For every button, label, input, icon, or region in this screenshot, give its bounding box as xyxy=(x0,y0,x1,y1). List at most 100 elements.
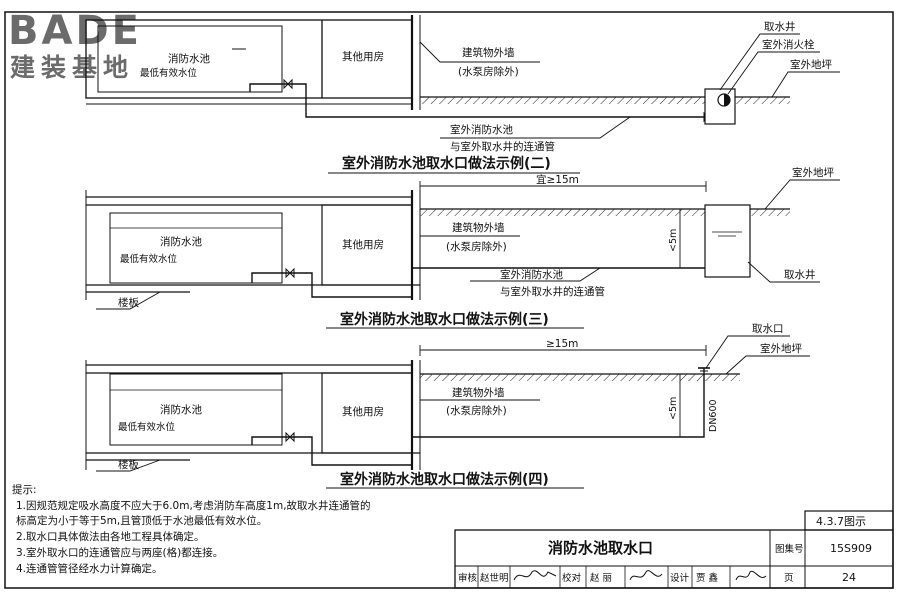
wall-label-note: (水泵房除外) xyxy=(446,404,507,417)
ground-hatch xyxy=(420,209,705,216)
reviewer-signature xyxy=(513,570,557,581)
title-block: 4.3.7图示 消防水池取水口 图集号 15S909 审核 赵世明 校对 赵 丽… xyxy=(454,510,894,589)
other-room-label: 其他用房 xyxy=(342,238,384,251)
ground-label: 室外地坪 xyxy=(790,58,832,71)
diagram-caption: 室外消防水池取水口做法示例(二) xyxy=(342,155,551,172)
leader-line xyxy=(725,355,810,375)
ground-label: 室外地坪 xyxy=(792,166,834,179)
ground-hatch xyxy=(420,374,740,381)
title-block-frame xyxy=(454,529,894,589)
water-level-label: 最低有效水位 xyxy=(140,67,198,79)
leader-line xyxy=(440,116,631,139)
diagram-example-4: 消防水池 最低有效水位 其他用房 ≥15m <5m DN600 建筑物外墙 (水… xyxy=(85,323,810,489)
sheet-border xyxy=(4,11,894,589)
review-label: 审核 xyxy=(458,572,478,584)
pipe-label: 室外消防水池 xyxy=(500,268,563,281)
logo: BADE 建装基地 xyxy=(8,8,142,82)
design-label: 设计 xyxy=(670,572,690,584)
connecting-pipe xyxy=(411,368,705,465)
water-level-label: 最低有效水位 xyxy=(120,253,178,265)
connecting-pipe xyxy=(411,267,706,297)
depth-label: <5m xyxy=(668,397,679,420)
distance-label: ≥15m xyxy=(546,338,578,350)
wall-label: 建筑物外墙 xyxy=(452,221,505,234)
leader-line xyxy=(771,71,840,98)
water-level-label: 最低有效水位 xyxy=(118,421,176,433)
diagram-caption: 室外消防水池取水口做法示例(三) xyxy=(340,311,549,328)
diagram-caption: 室外消防水池取水口做法示例(四) xyxy=(340,471,549,488)
ground-label: 室外地坪 xyxy=(760,342,802,355)
hydrant-fill xyxy=(724,94,730,106)
design-name: 贾 鑫 xyxy=(696,572,719,584)
leader-line xyxy=(419,41,540,63)
valve-icon xyxy=(285,267,295,279)
pipe-label: 室外消防水池 xyxy=(450,123,513,136)
note-line: 3.室外取水口的连通管应与两座(格)都连接。 xyxy=(16,546,223,559)
valve-icon xyxy=(285,431,295,443)
other-room-label: 其他用房 xyxy=(342,405,384,418)
intake-well xyxy=(704,88,736,125)
leader-line xyxy=(764,179,840,210)
ground-hatch xyxy=(750,209,790,216)
diagram-example-2: 消防水池 最低有效水位 其他用房 建筑物外墙 (水泵房除外) 取水井 室外消火栓… xyxy=(85,15,840,174)
leader-line xyxy=(719,33,800,91)
intake-well xyxy=(704,204,751,278)
pool-name: 消防水池 xyxy=(160,403,202,416)
pipe-label-note: 与室外取水井的连通管 xyxy=(450,140,555,153)
suction-pipe xyxy=(251,436,412,466)
check-label: 校对 xyxy=(562,572,582,584)
fire-pool xyxy=(109,373,283,446)
leader-line xyxy=(96,459,161,472)
valve-icon xyxy=(283,78,293,90)
floor-label: 楼板 xyxy=(118,296,139,309)
page-label: 页 xyxy=(784,573,794,584)
depth-label: <5m xyxy=(668,229,679,252)
leader-line xyxy=(727,51,820,95)
logo-text-en: BADE xyxy=(8,8,142,54)
figure-number: 4.3.7图示 xyxy=(816,515,866,528)
notes-block: 提示: 1.因规范规定吸水高度不应大于6.0m,考虑消防车高度1m,故取水井连通… xyxy=(12,484,371,575)
pool-name: 消防水池 xyxy=(160,235,202,248)
logo-text-cn: 建装基地 xyxy=(10,53,134,82)
wall-label: 建筑物外墙 xyxy=(462,46,515,59)
ground-hatch xyxy=(735,97,790,104)
pipe-size-label: DN600 xyxy=(708,399,719,432)
atlas-label: 图集号 xyxy=(775,543,804,555)
checker-signature xyxy=(629,570,663,581)
wall-label: 建筑物外墙 xyxy=(452,386,505,399)
leader-line xyxy=(705,335,790,369)
connecting-pipe xyxy=(249,83,716,118)
leader-line xyxy=(96,291,161,310)
ground-hatch xyxy=(420,97,705,104)
floor-label: 楼板 xyxy=(118,458,139,471)
distance-label: 宜≥15m xyxy=(536,173,579,186)
other-room-label: 其他用房 xyxy=(342,50,384,63)
leader-line xyxy=(747,261,820,283)
note-line: 1.因规范规定吸水高度不应大于6.0m,考虑消防车高度1m,故取水井连通管的 xyxy=(16,499,371,512)
wall-label-note: (水泵房除外) xyxy=(446,240,507,253)
pipe-label-note: 与室外取水井的连通管 xyxy=(500,285,605,298)
note-line: 4.连通管管径经水力计算确定。 xyxy=(16,562,163,575)
fire-pool xyxy=(109,212,283,284)
sheet-title: 消防水池取水口 xyxy=(548,539,653,557)
leader-line xyxy=(470,267,601,282)
well-label: 取水井 xyxy=(764,20,796,33)
suction-pipe xyxy=(251,272,412,298)
review-name: 赵世明 xyxy=(480,572,509,584)
fire-pool xyxy=(97,25,283,93)
wall-label-note: (水泵房除外) xyxy=(458,65,519,78)
note-line: 2.取水口具体做法由各地工程具体确定。 xyxy=(16,530,205,543)
hydrant-label: 室外消火栓 xyxy=(762,38,815,51)
note-line: 标高定为小于等于5m,且管顶低于水池最低有效水位。 xyxy=(16,514,267,527)
intake-label: 取水口 xyxy=(752,323,784,335)
page-number: 24 xyxy=(842,571,856,584)
check-name: 赵 丽 xyxy=(590,572,612,584)
diagram-example-3: 消防水池 最低有效水位 其他用房 宜≥15m <5m 建筑物外墙 (水泵房除外)… xyxy=(85,166,840,329)
atlas-number: 15S909 xyxy=(830,542,872,555)
designer-signature xyxy=(735,570,767,581)
notes-heading: 提示: xyxy=(12,484,37,496)
pool-name: 消防水池 xyxy=(168,52,210,65)
well-label: 取水井 xyxy=(784,268,816,281)
